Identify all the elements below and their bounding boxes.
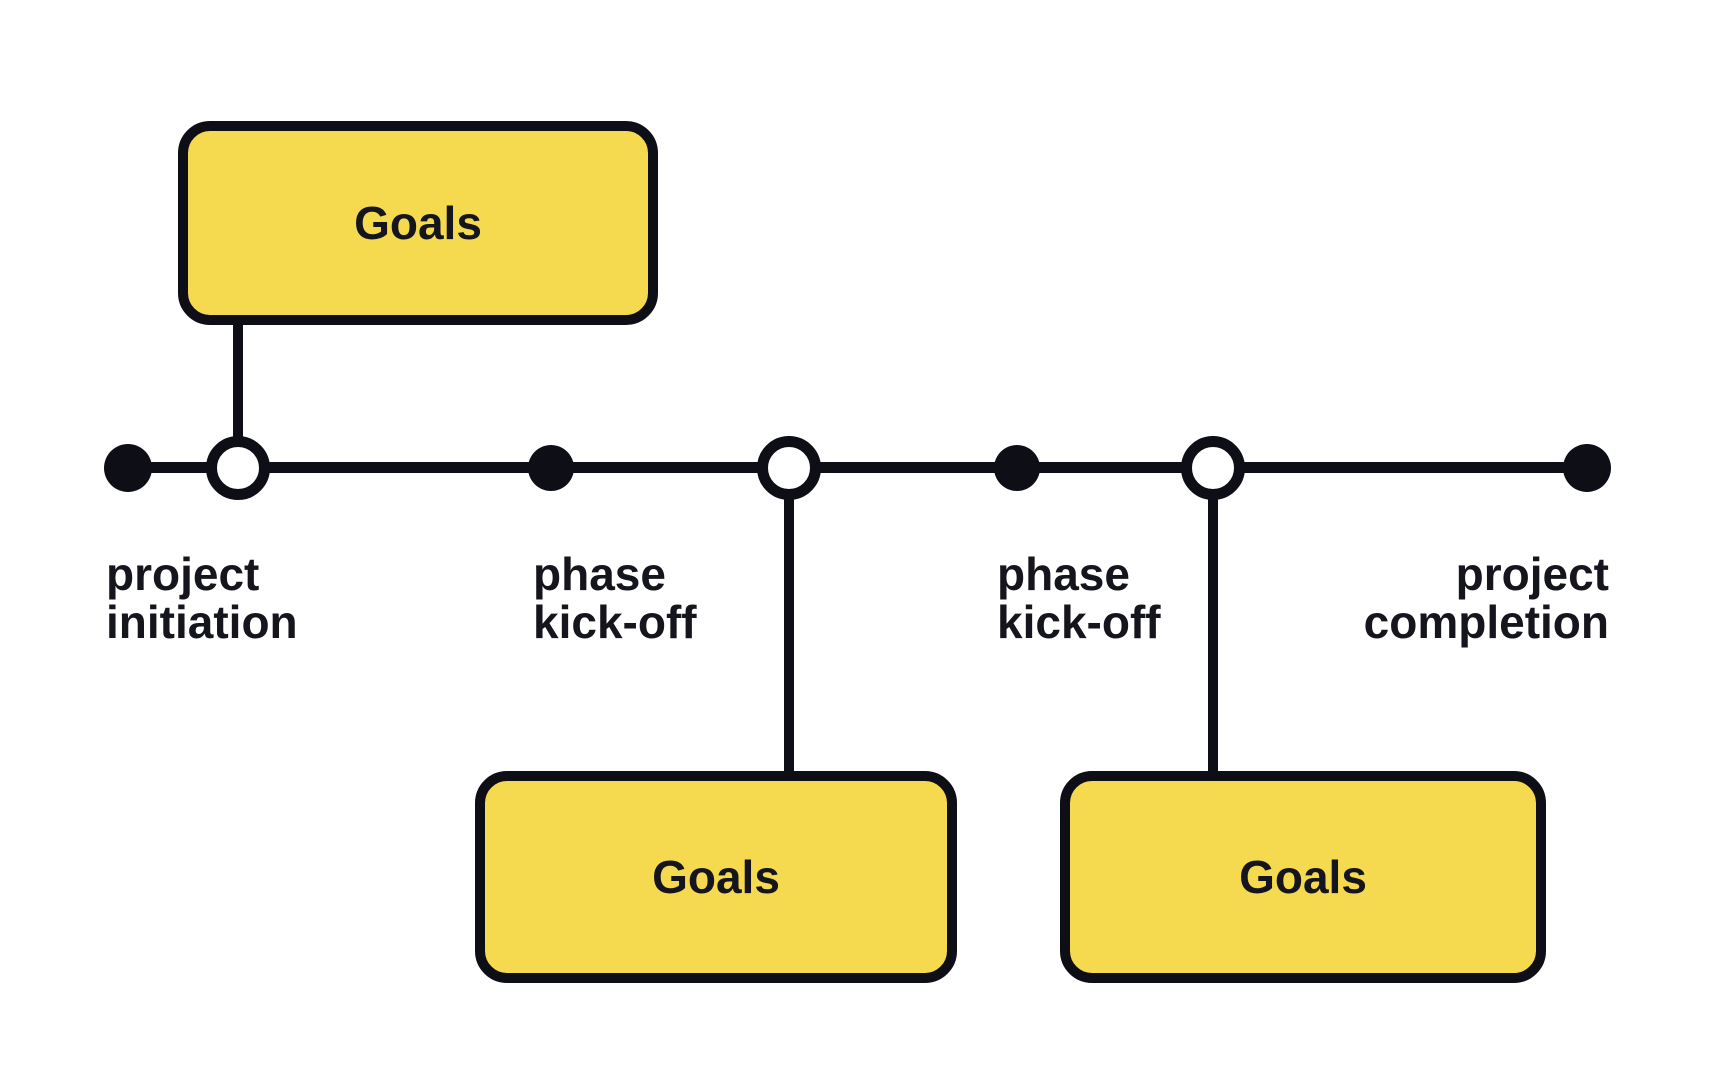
milestone-label-project-initiation: project initiation: [106, 548, 298, 648]
goal-box-2-label: Goals: [652, 851, 780, 903]
milestone-label-phase-kickoff-1: phase kick-off: [533, 548, 697, 648]
goal-box-1-label: Goals: [354, 197, 482, 249]
milestone-label-phase-kickoff-2: phase kick-off: [997, 548, 1161, 648]
connector-goal-3: [1208, 497, 1218, 774]
milestone-dot-project-completion: [1563, 444, 1611, 492]
timeline-line: [128, 462, 1587, 473]
milestone-dot-project-initiation: [104, 444, 152, 492]
milestone-label-project-completion: project completion: [1363, 548, 1609, 648]
milestone-dot-phase-kickoff-2: [994, 445, 1040, 491]
connector-goal-1: [233, 322, 243, 442]
connector-goal-2: [784, 497, 794, 774]
goal-circle-3: [1181, 436, 1245, 500]
goal-box-1: Goals: [178, 121, 658, 325]
goal-box-3-label: Goals: [1239, 851, 1367, 903]
milestone-dot-phase-kickoff-1: [528, 445, 574, 491]
goal-box-3: Goals: [1060, 771, 1546, 983]
goal-circle-2: [757, 436, 821, 500]
goal-circle-1: [206, 436, 270, 500]
goal-box-2: Goals: [475, 771, 957, 983]
